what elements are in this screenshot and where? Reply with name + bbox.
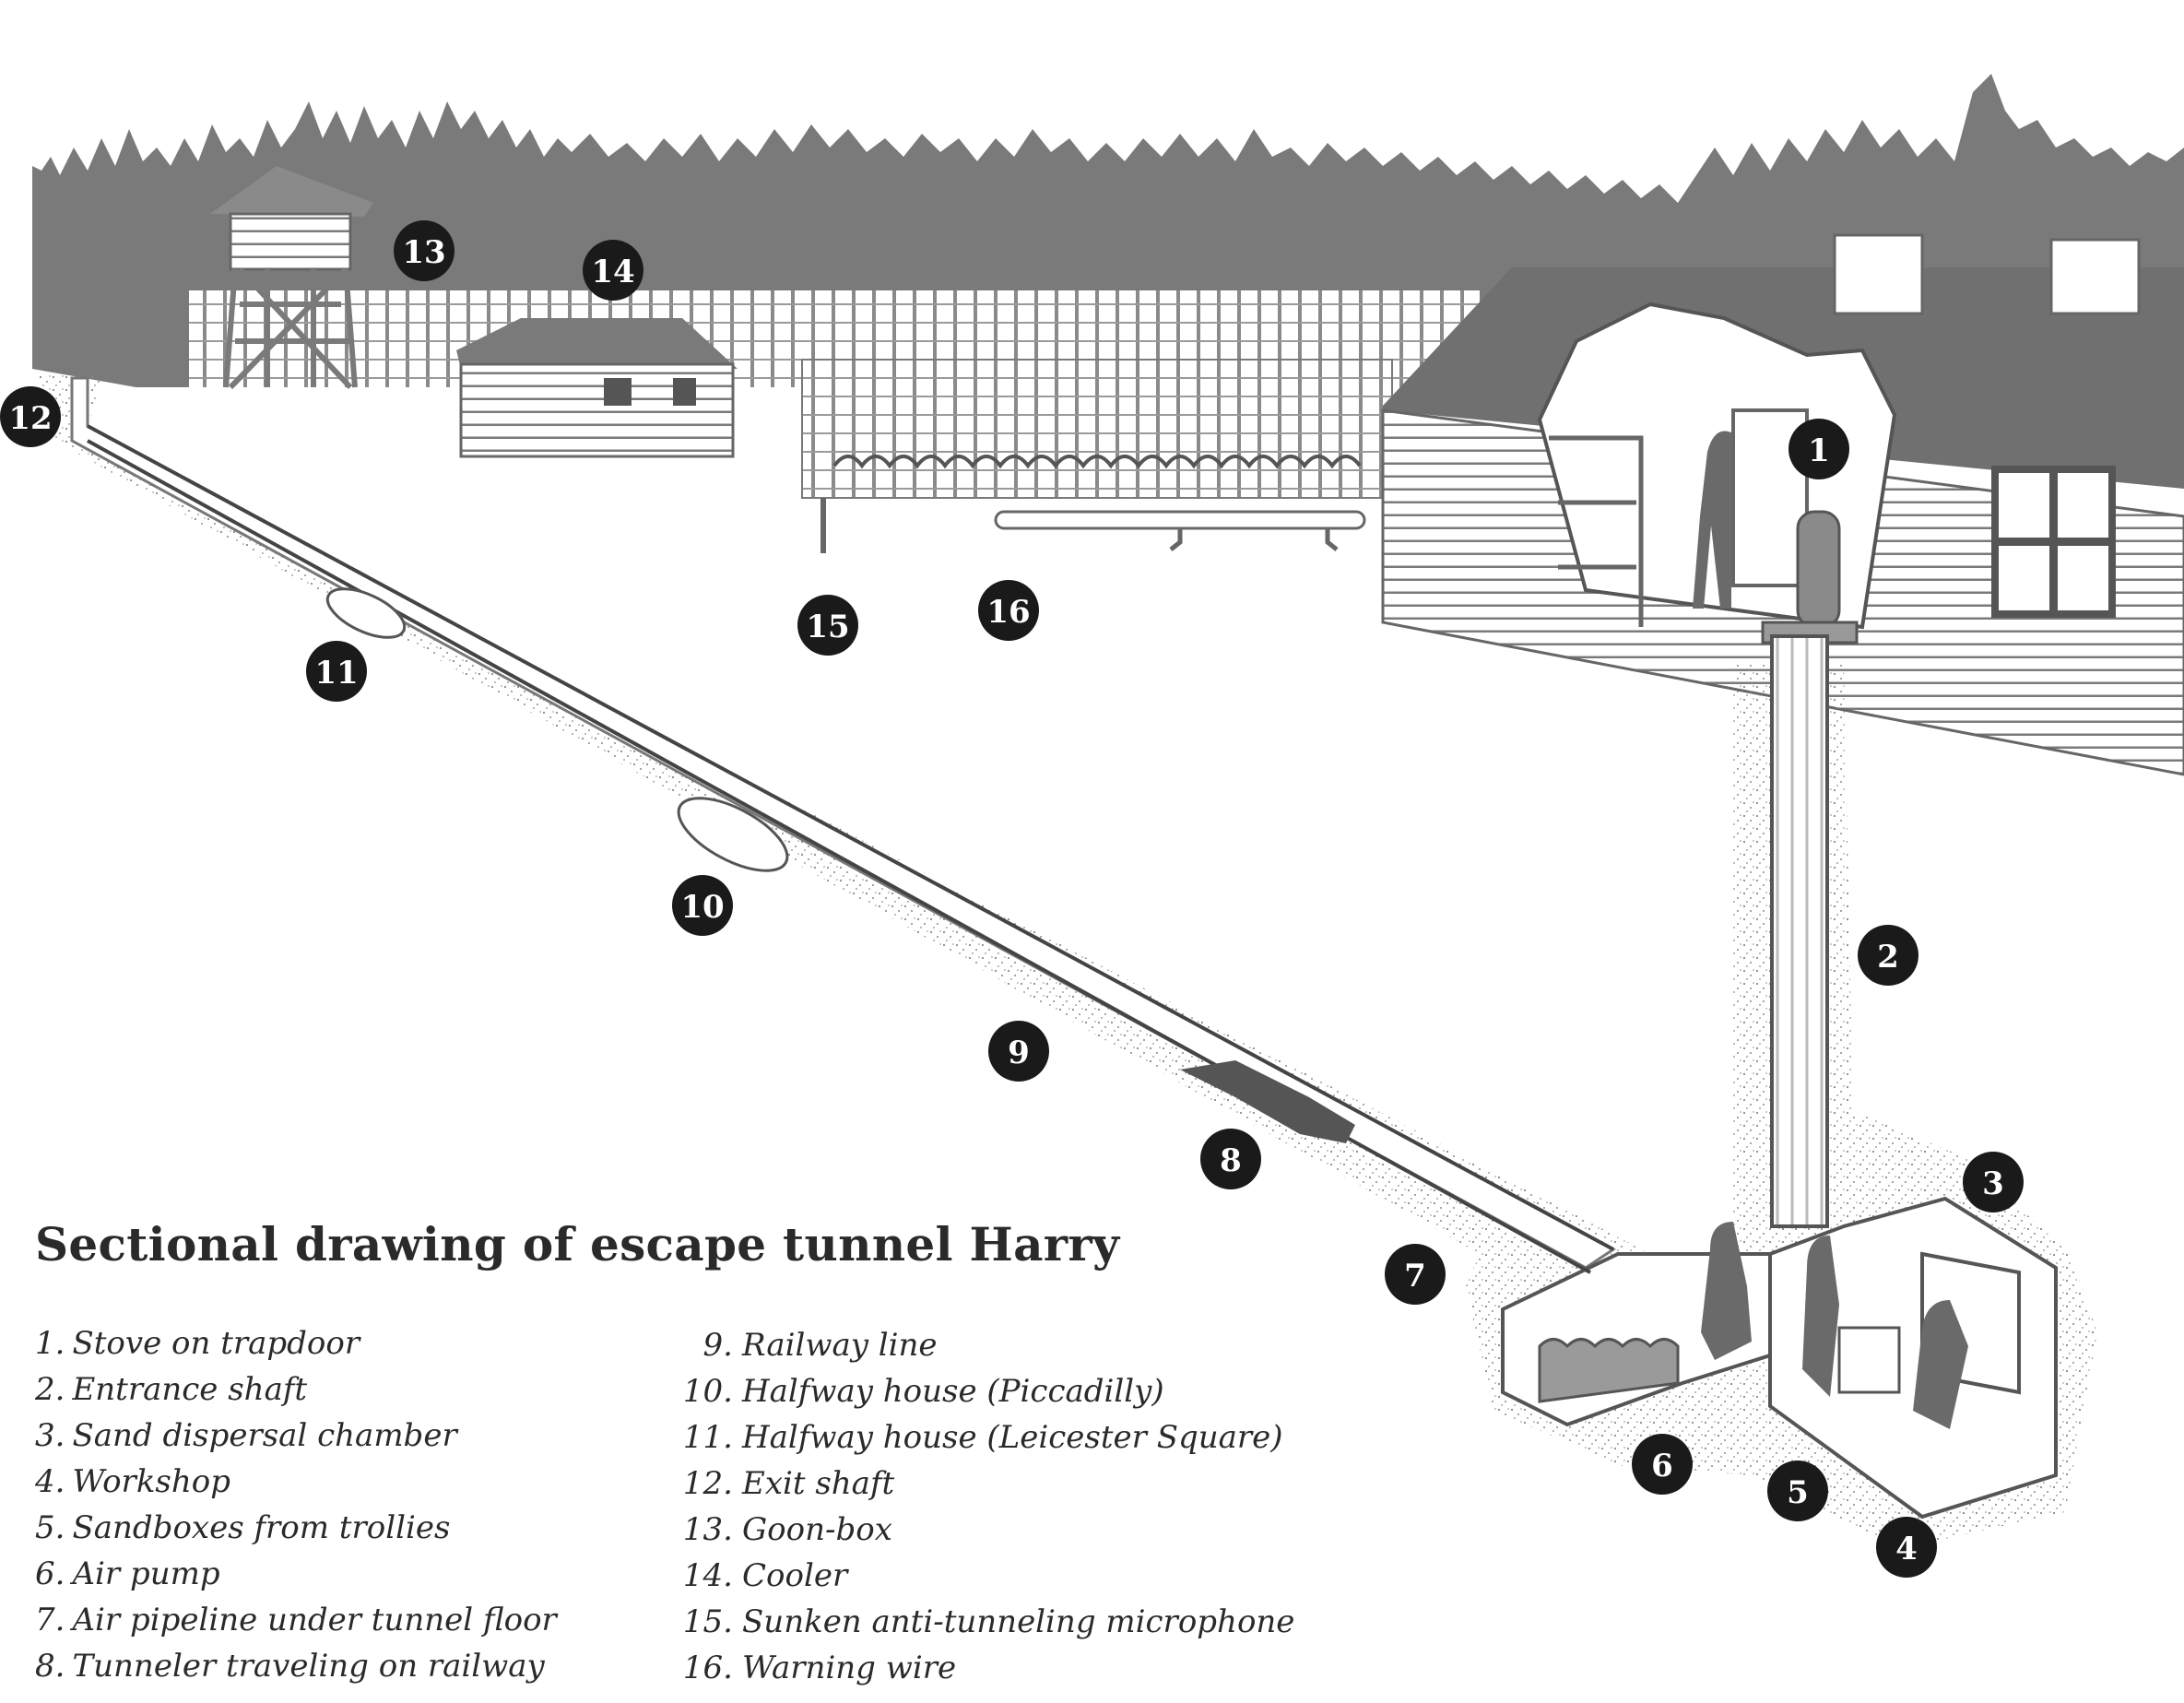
marker-10-label: 10	[680, 889, 724, 926]
legend-number: 7.	[35, 1602, 65, 1638]
tunneler-on-trolley	[1180, 1060, 1355, 1143]
legend-item: 9.Railway line	[682, 1322, 1294, 1368]
marker-9-label: 9	[1008, 1035, 1030, 1071]
marker-16-label: 16	[986, 594, 1030, 631]
legend-label: Halfway house (Leicester Square)	[742, 1419, 1283, 1456]
legend-number: 6.	[35, 1555, 65, 1592]
legend-number: 14.	[682, 1557, 733, 1594]
marker-1: 1	[1789, 419, 1849, 479]
figure-title: Sectional drawing of escape tunnel Harry	[35, 1217, 1120, 1271]
hut-building	[1381, 233, 2184, 776]
marker-6-label: 6	[1651, 1448, 1673, 1484]
legend-number: 5.	[35, 1509, 65, 1546]
legend-label: Tunneler traveling on railway	[72, 1648, 545, 1685]
legend-number: 10.	[682, 1373, 733, 1410]
legend-item: 10.Halfway house (Piccadilly)	[682, 1368, 1294, 1414]
marker-7-label: 7	[1404, 1258, 1426, 1295]
marker-1-label: 1	[1808, 432, 1830, 469]
legend-label: Stove on trapdoor	[72, 1325, 360, 1362]
cooler-building	[456, 318, 738, 458]
legend-label: Sand dispersal chamber	[72, 1417, 457, 1454]
legend-number: 4.	[35, 1463, 65, 1500]
legend-item: 4.Workshop	[35, 1459, 557, 1505]
legend-number: 1.	[35, 1325, 65, 1362]
legend-label: Sandboxes from trollies	[72, 1509, 451, 1546]
marker-10: 10	[672, 875, 733, 936]
marker-4-label: 4	[1895, 1531, 1918, 1567]
marker-15-label: 15	[806, 609, 849, 645]
legend-number: 11.	[682, 1419, 733, 1456]
marker-13-label: 13	[402, 234, 445, 271]
legend-number: 8.	[35, 1648, 65, 1685]
entrance-shaft	[1770, 634, 1829, 1228]
legend-item: 7.Air pipeline under tunnel floor	[35, 1597, 557, 1643]
legend-number: 3.	[35, 1417, 65, 1454]
marker-12-label: 12	[8, 400, 52, 437]
legend-label: Railway line	[742, 1327, 938, 1364]
marker-16: 16	[978, 580, 1039, 641]
legend-label: Entrance shaft	[72, 1371, 308, 1408]
legend-left-column: 1.Stove on trapdoor 2.Entrance shaft 3.S…	[35, 1320, 557, 1689]
legend-item: 12.Exit shaft	[682, 1461, 1294, 1507]
marker-5-label: 5	[1787, 1474, 1809, 1511]
marker-2: 2	[1858, 925, 1918, 986]
legend-label: Warning wire	[742, 1650, 957, 1686]
marker-14: 14	[583, 240, 643, 301]
marker-7: 7	[1385, 1244, 1446, 1305]
inner-fence	[801, 359, 1393, 499]
marker-11-label: 11	[314, 655, 358, 692]
legend-item: 5.Sandboxes from trollies	[35, 1505, 557, 1551]
legend-label: Workshop	[72, 1463, 230, 1500]
legend-number: 9.	[702, 1327, 733, 1364]
legend-number: 12.	[682, 1465, 733, 1502]
marker-2-label: 2	[1877, 939, 1899, 976]
legend-label: Air pipeline under tunnel floor	[72, 1602, 557, 1638]
marker-13: 13	[394, 220, 455, 281]
marker-4: 4	[1876, 1517, 1937, 1578]
legend-number: 2.	[35, 1371, 65, 1408]
legend-right-column: 9.Railway line 10.Halfway house (Piccadi…	[682, 1322, 1295, 1691]
underground-chambers	[1501, 1196, 2058, 1520]
legend-number: 16.	[682, 1650, 733, 1686]
halfway-house-piccadilly	[677, 797, 789, 872]
legend-item: 6.Air pump	[35, 1551, 557, 1597]
marker-11: 11	[306, 641, 367, 702]
marker-9: 9	[988, 1021, 1049, 1082]
legend-item: 15.Sunken anti-tunneling microphone	[682, 1599, 1295, 1645]
legend-label: Air pump	[72, 1555, 220, 1592]
legend-item: 8.Tunneler traveling on railway	[35, 1643, 557, 1689]
marker-15: 15	[797, 595, 858, 656]
legend-label: Cooler	[742, 1557, 848, 1594]
legend-label: Goon-box	[742, 1511, 892, 1548]
warning-wire	[994, 510, 1366, 551]
marker-3: 3	[1963, 1152, 2024, 1212]
legend-label: Halfway house (Piccadilly)	[742, 1373, 1164, 1410]
legend-label: Sunken anti-tunneling microphone	[742, 1603, 1295, 1640]
legend-label: Exit shaft	[742, 1465, 895, 1502]
marker-14-label: 14	[591, 254, 634, 290]
goon-box-tower	[210, 166, 373, 390]
legend-item: 1.Stove on trapdoor	[35, 1320, 557, 1366]
legend-number: 15.	[682, 1603, 733, 1640]
legend-item: 14.Cooler	[682, 1553, 1294, 1599]
marker-8-label: 8	[1220, 1142, 1242, 1179]
legend-item: 16.Warning wire	[682, 1645, 1294, 1691]
marker-12: 12	[0, 386, 61, 447]
legend-item: 3.Sand dispersal chamber	[35, 1413, 557, 1459]
marker-3-label: 3	[1982, 1165, 2004, 1202]
legend-item: 13.Goon-box	[682, 1507, 1294, 1553]
legend-item: 11.Halfway house (Leicester Square)	[682, 1414, 1294, 1461]
legend-number: 13.	[682, 1511, 733, 1548]
marker-6: 6	[1632, 1434, 1693, 1495]
marker-8: 8	[1200, 1129, 1261, 1189]
marker-5: 5	[1767, 1461, 1828, 1521]
halfway-house-leicester-square	[325, 587, 407, 639]
legend-item: 2.Entrance shaft	[35, 1366, 557, 1413]
